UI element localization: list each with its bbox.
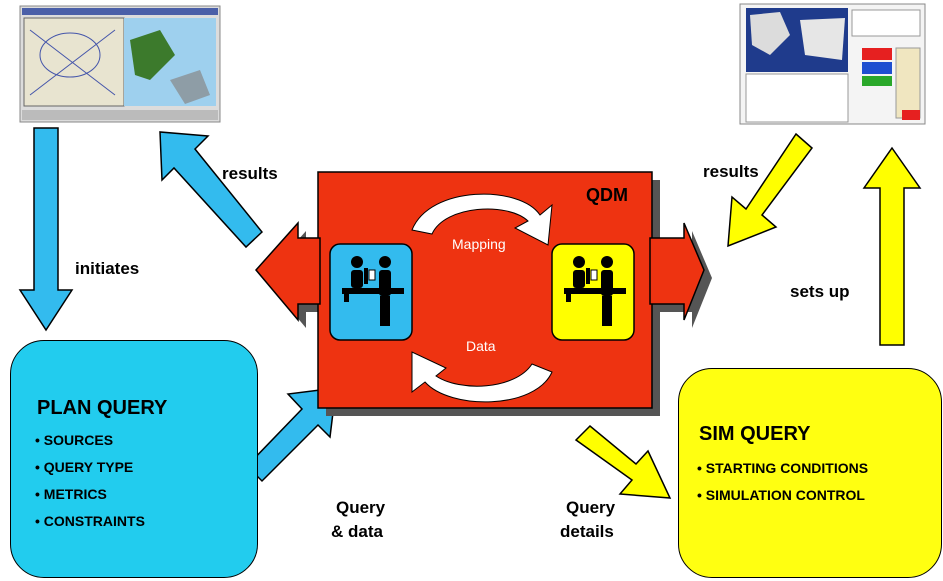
mapping-label: Mapping xyxy=(452,236,506,252)
list-item: METRICS xyxy=(35,481,145,508)
sets-up-label: sets up xyxy=(790,282,850,301)
list-item: CONSTRAINTS xyxy=(35,508,145,535)
plan-query-title: PLAN QUERY xyxy=(37,397,168,419)
sim-screenshot-thumbnail xyxy=(739,3,926,125)
plan-query-box: PLAN QUERY SOURCES QUERY TYPE METRICS CO… xyxy=(10,340,258,578)
results-left-label: results xyxy=(222,164,278,183)
data-label: Data xyxy=(466,338,496,354)
initiates-arrow xyxy=(18,127,74,332)
query-details-arrow xyxy=(574,424,672,499)
results-right-arrow xyxy=(727,132,814,248)
plan-screenshot-thumbnail xyxy=(19,5,221,123)
plan-query-list: SOURCES QUERY TYPE METRICS CONSTRAINTS xyxy=(35,427,145,535)
sim-query-box: SIM QUERY STARTING CONDITIONS SIMULATION… xyxy=(678,368,942,578)
sets-up-arrow xyxy=(862,146,922,346)
list-item: SIMULATION CONTROL xyxy=(697,482,868,509)
agents-icon xyxy=(564,256,626,326)
list-item: QUERY TYPE xyxy=(35,454,145,481)
initiates-label: initiates xyxy=(75,259,140,278)
query-data-label-line1: Query xyxy=(336,498,386,517)
list-item: SOURCES xyxy=(35,427,145,454)
mapping-curve-arrow xyxy=(411,193,553,246)
results-right-label: results xyxy=(703,162,759,181)
query-details-label-line2: details xyxy=(560,522,614,541)
qdm-title: QDM xyxy=(586,185,628,205)
agents-icon xyxy=(342,256,404,326)
sim-query-title: SIM QUERY xyxy=(699,423,811,445)
data-curve-arrow xyxy=(411,351,553,403)
list-item: STARTING CONDITIONS xyxy=(697,455,868,482)
query-details-label-line1: Query xyxy=(566,498,616,517)
results-left-arrow xyxy=(159,131,264,249)
query-data-label-line2: & data xyxy=(331,522,383,541)
sim-query-list: STARTING CONDITIONS SIMULATION CONTROL xyxy=(697,455,868,509)
